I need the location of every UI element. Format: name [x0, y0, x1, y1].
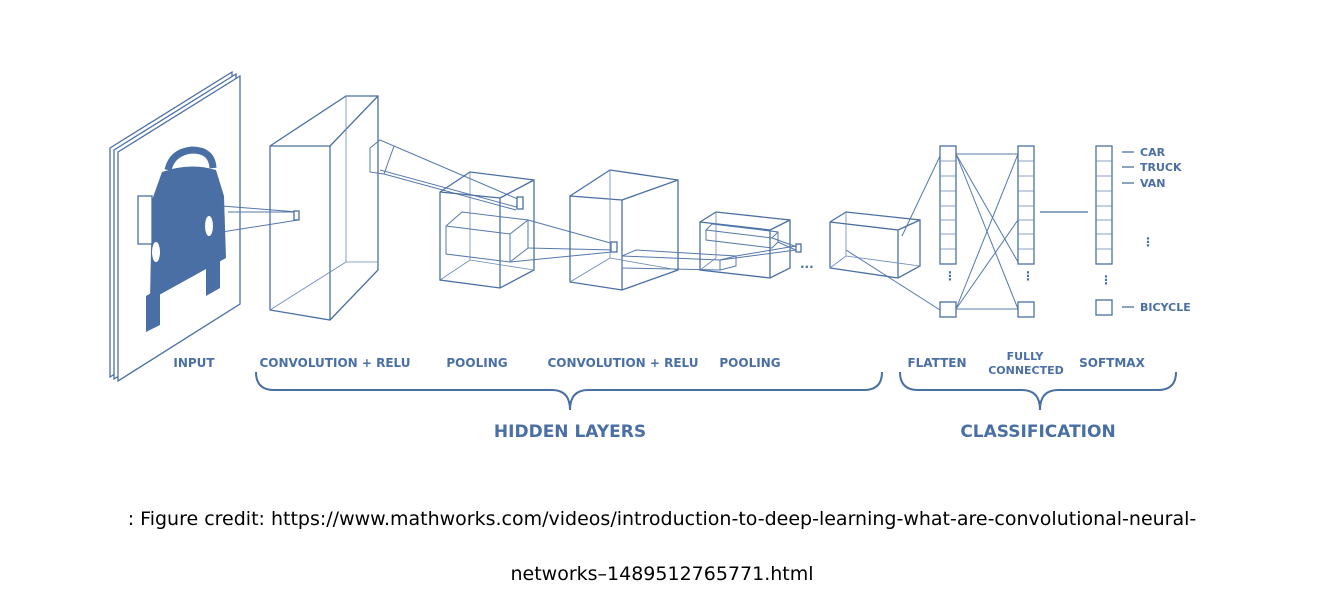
label-connected: CONNECTED: [988, 364, 1064, 377]
figure-credit-line-1: : Figure credit: https://www.mathworks.c…: [127, 508, 1197, 530]
label-softmax: SOFTMAX: [1079, 356, 1145, 370]
figure-credit-line-2: networks–1489512765771.html: [510, 563, 814, 585]
group-classification: CLASSIFICATION: [960, 422, 1115, 442]
svg-text:⋮: ⋮: [1022, 269, 1034, 283]
pool2-volume: [699, 211, 802, 279]
conv1-volume: [269, 95, 524, 321]
pool1-volume: [439, 171, 618, 289]
group-hidden-layers: HIDDEN LAYERS: [494, 422, 646, 442]
classification-brace: [899, 371, 1177, 411]
output-label-car: CAR: [1140, 146, 1166, 159]
output-label-van: VAN: [1140, 177, 1166, 190]
svg-text:⋮: ⋮: [944, 269, 956, 283]
hidden-layers-brace: [255, 371, 883, 411]
input-image: [109, 70, 300, 383]
label-pool1: POOLING: [446, 356, 507, 370]
fc-connections: [955, 153, 1019, 310]
final-feature-volume: [829, 155, 941, 311]
ellipsis-label: ...: [800, 257, 814, 271]
cnn-architecture-diagram: ... ⋮: [109, 70, 1191, 442]
label-conv1: CONVOLUTION + RELU: [260, 356, 411, 370]
car-icon: [137, 146, 226, 332]
conv2-volume: [569, 169, 797, 291]
label-conv2: CONVOLUTION + RELU: [548, 356, 699, 370]
output-label-bicycle: BICYCLE: [1140, 301, 1191, 314]
flatten-column: ⋮: [939, 145, 957, 318]
softmax-column: ⋮ ⋮: [1095, 145, 1154, 316]
output-label-truck: TRUCK: [1140, 161, 1182, 174]
label-fully: FULLY: [1007, 350, 1045, 363]
fully-connected-column: ⋮: [1017, 145, 1088, 318]
label-flatten: FLATTEN: [907, 356, 966, 370]
svg-text:⋮: ⋮: [1142, 235, 1154, 249]
label-input: INPUT: [173, 356, 215, 370]
svg-text:⋮: ⋮: [1100, 273, 1112, 287]
label-pool2: POOLING: [719, 356, 780, 370]
output-classes: CAR TRUCK VAN BICYCLE: [1122, 146, 1191, 314]
